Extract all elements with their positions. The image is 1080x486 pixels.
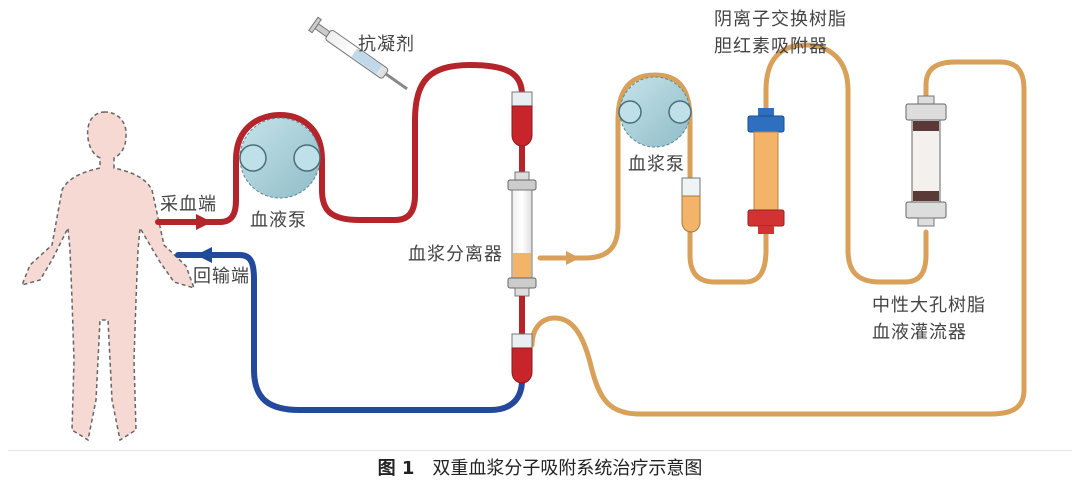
label-anion-adsorber-line1: 阴离子交换树脂 <box>714 9 847 30</box>
anion-adsorber-icon <box>747 108 785 234</box>
venous-drip-chamber <box>511 333 533 384</box>
label-blood-pump: 血液泵 <box>250 210 307 231</box>
neutral-resin-cartridge-icon <box>905 95 947 227</box>
label-neutral-resin-line2: 血液灌流器 <box>872 322 967 343</box>
label-plasma-pump: 血浆泵 <box>628 154 685 175</box>
plasma-separator-icon <box>507 171 537 334</box>
label-anion-adsorber-line2: 胆红素吸附器 <box>714 36 828 57</box>
figure-caption: 图 1 双重血浆分子吸附系统治疗示意图 <box>0 454 1080 480</box>
figure-number: 图 1 <box>377 458 415 479</box>
label-blood-draw: 采血端 <box>160 194 217 215</box>
label-blood-return: 回输端 <box>193 266 250 287</box>
plasma-drip-chamber <box>681 177 701 233</box>
plasma-line <box>529 42 1027 417</box>
plasma-flow-arrow <box>566 251 580 265</box>
label-neutral-resin-line1: 中性大孔树脂 <box>872 295 986 316</box>
patient-figure <box>20 111 196 442</box>
figure-title: 双重血浆分子吸附系统治疗示意图 <box>432 458 703 479</box>
blood-return-line <box>175 252 525 413</box>
label-neutral-resin: 中性大孔树脂 血液灌流器 <box>872 292 986 346</box>
label-anion-adsorber: 阴离子交换树脂 胆红素吸附器 <box>714 6 847 60</box>
blood-pump-icon <box>239 117 321 199</box>
arterial-drip-chamber <box>511 91 533 174</box>
label-plasma-separator: 血浆分离器 <box>408 244 503 265</box>
blood-draw-arrow <box>196 214 212 230</box>
blood-draw-line <box>155 61 525 225</box>
plasma-pump-icon <box>618 76 692 148</box>
label-anticoagulant: 抗凝剂 <box>358 34 415 55</box>
syringe-icon <box>308 16 408 91</box>
figure-frame <box>8 4 1072 451</box>
blood-return-arrow <box>196 247 212 263</box>
